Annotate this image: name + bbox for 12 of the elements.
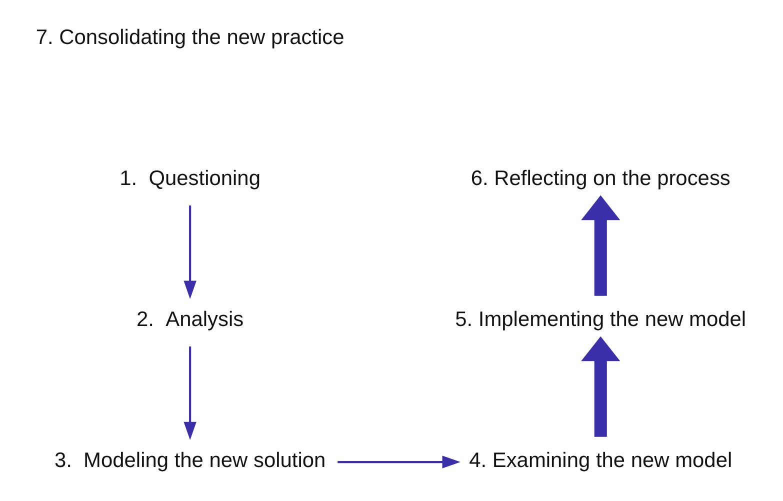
node-text: 3. Modeling the new solution [54,448,326,472]
arrow [184,205,196,299]
arrow [184,346,196,440]
node-text: 6. Reflecting on the process [470,166,730,190]
arrow [581,195,620,296]
arrow [338,456,460,468]
arrow [581,336,620,437]
node-text: 2. Analysis [136,308,244,331]
label: 7. Consolidating the new practice [36,26,344,49]
node-text: 1. Questioning [120,166,260,190]
node-text: 4. Examining the new model [469,448,732,472]
node-text: 5. Implementing the new model [455,308,746,331]
